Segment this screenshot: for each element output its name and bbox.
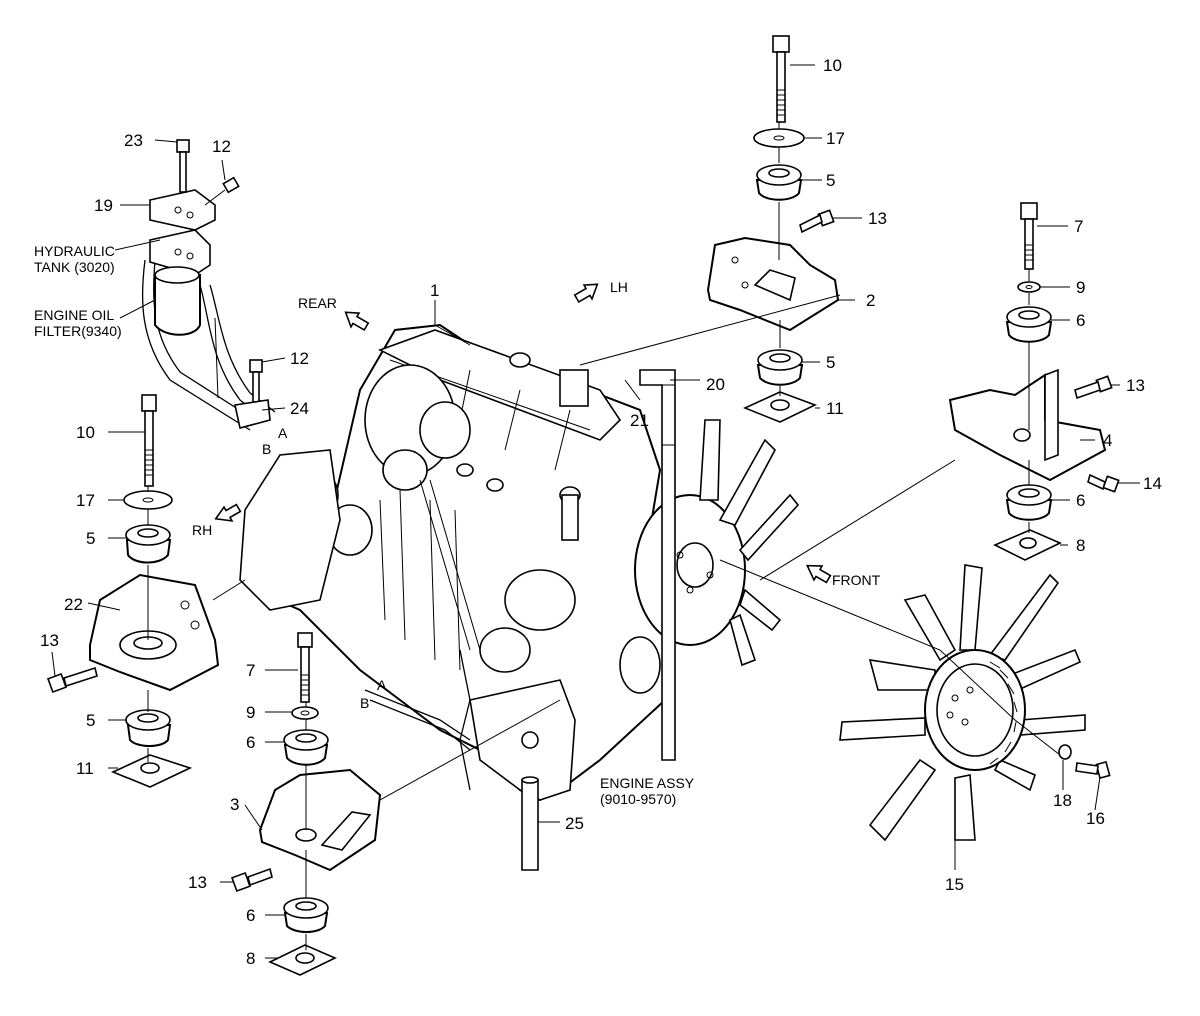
hydraulic-tank-label: HYDRAULIC (34, 243, 115, 259)
callout-22: 22 (64, 595, 83, 614)
connection-b-label: B (360, 695, 369, 711)
rod (521, 776, 539, 871)
callout-23: 23 (124, 131, 143, 150)
connection-b-label: B (262, 441, 271, 457)
callout-25: 25 (565, 814, 584, 833)
text-labels: HYDRAULIC TANK (3020) ENGINE OIL FILTER(… (34, 243, 881, 807)
lower-mount-stack (231, 632, 382, 976)
rh-label: RH (192, 522, 212, 538)
callout-13: 13 (868, 209, 887, 228)
upper-right-mount-stack (706, 35, 840, 423)
lh-arrow (573, 283, 599, 304)
rear-label: REAR (298, 295, 337, 311)
leader-lines (51, 64, 1140, 959)
oil-filter-bracket (149, 139, 240, 336)
callout-3: 3 (230, 795, 239, 814)
callout-1: 1 (430, 281, 439, 300)
callout-16: 16 (1086, 809, 1105, 828)
callout-17: 17 (76, 491, 95, 510)
right-mount-stack (948, 202, 1120, 561)
callout-numbers: 1 2 3 4 5 5 5 5 6 6 6 6 7 7 8 8 9 9 10 1… (40, 56, 1162, 968)
left-mount-stack (47, 394, 220, 788)
callout-2: 2 (866, 291, 875, 310)
callout-4: 4 (1103, 431, 1112, 450)
direction-arrows (214, 283, 832, 584)
callout-19: 19 (94, 196, 113, 215)
callout-6: 6 (1076, 311, 1085, 330)
callout-14: 14 (1143, 474, 1162, 493)
connection-a-label: A (377, 677, 387, 693)
callout-5: 5 (86, 711, 95, 730)
rear-arrow (344, 311, 370, 332)
callout-5: 5 (826, 353, 835, 372)
engine-assy-label: ENGINE ASSY (600, 775, 695, 791)
engine-assy-label: (9010-9570) (600, 791, 676, 807)
callout-17: 17 (826, 129, 845, 148)
callout-9: 9 (1076, 278, 1085, 297)
callout-24: 24 (290, 399, 309, 418)
connection-a-label: A (278, 425, 288, 441)
callout-13: 13 (188, 873, 207, 892)
engine-oil-filter-label: ENGINE OIL (34, 307, 114, 323)
hose-clamp (234, 359, 271, 429)
callout-8: 8 (246, 949, 255, 968)
callout-5: 5 (86, 529, 95, 548)
callout-12: 12 (290, 349, 309, 368)
callout-7: 7 (1074, 217, 1083, 236)
callout-10: 10 (823, 56, 842, 75)
front-arrow (805, 564, 832, 584)
callout-6: 6 (246, 733, 255, 752)
callout-7: 7 (246, 661, 255, 680)
callout-6: 6 (1076, 491, 1085, 510)
lh-label: LH (610, 279, 628, 295)
callout-8: 8 (1076, 536, 1085, 555)
front-label: FRONT (832, 572, 881, 588)
callout-13: 13 (40, 631, 59, 650)
engine-oil-filter-label: FILTER(9340) (34, 323, 122, 339)
callout-11: 11 (826, 399, 844, 418)
callout-10: 10 (76, 423, 95, 442)
callout-21: 21 (630, 411, 649, 430)
hydraulic-tank-label: TANK (3020) (34, 259, 115, 275)
fan-assembly (839, 564, 1111, 842)
callout-6: 6 (246, 906, 255, 925)
rh-arrow (214, 503, 242, 522)
callout-18: 18 (1053, 791, 1072, 810)
callout-12: 12 (212, 137, 231, 156)
callout-13: 13 (1126, 376, 1145, 395)
engine-assembly (239, 323, 800, 802)
callout-9: 9 (246, 703, 255, 722)
callout-15: 15 (945, 875, 964, 894)
callout-20: 20 (706, 375, 725, 394)
callout-5: 5 (826, 171, 835, 190)
callout-11: 11 (76, 759, 94, 778)
dipstick-tube (639, 369, 676, 761)
